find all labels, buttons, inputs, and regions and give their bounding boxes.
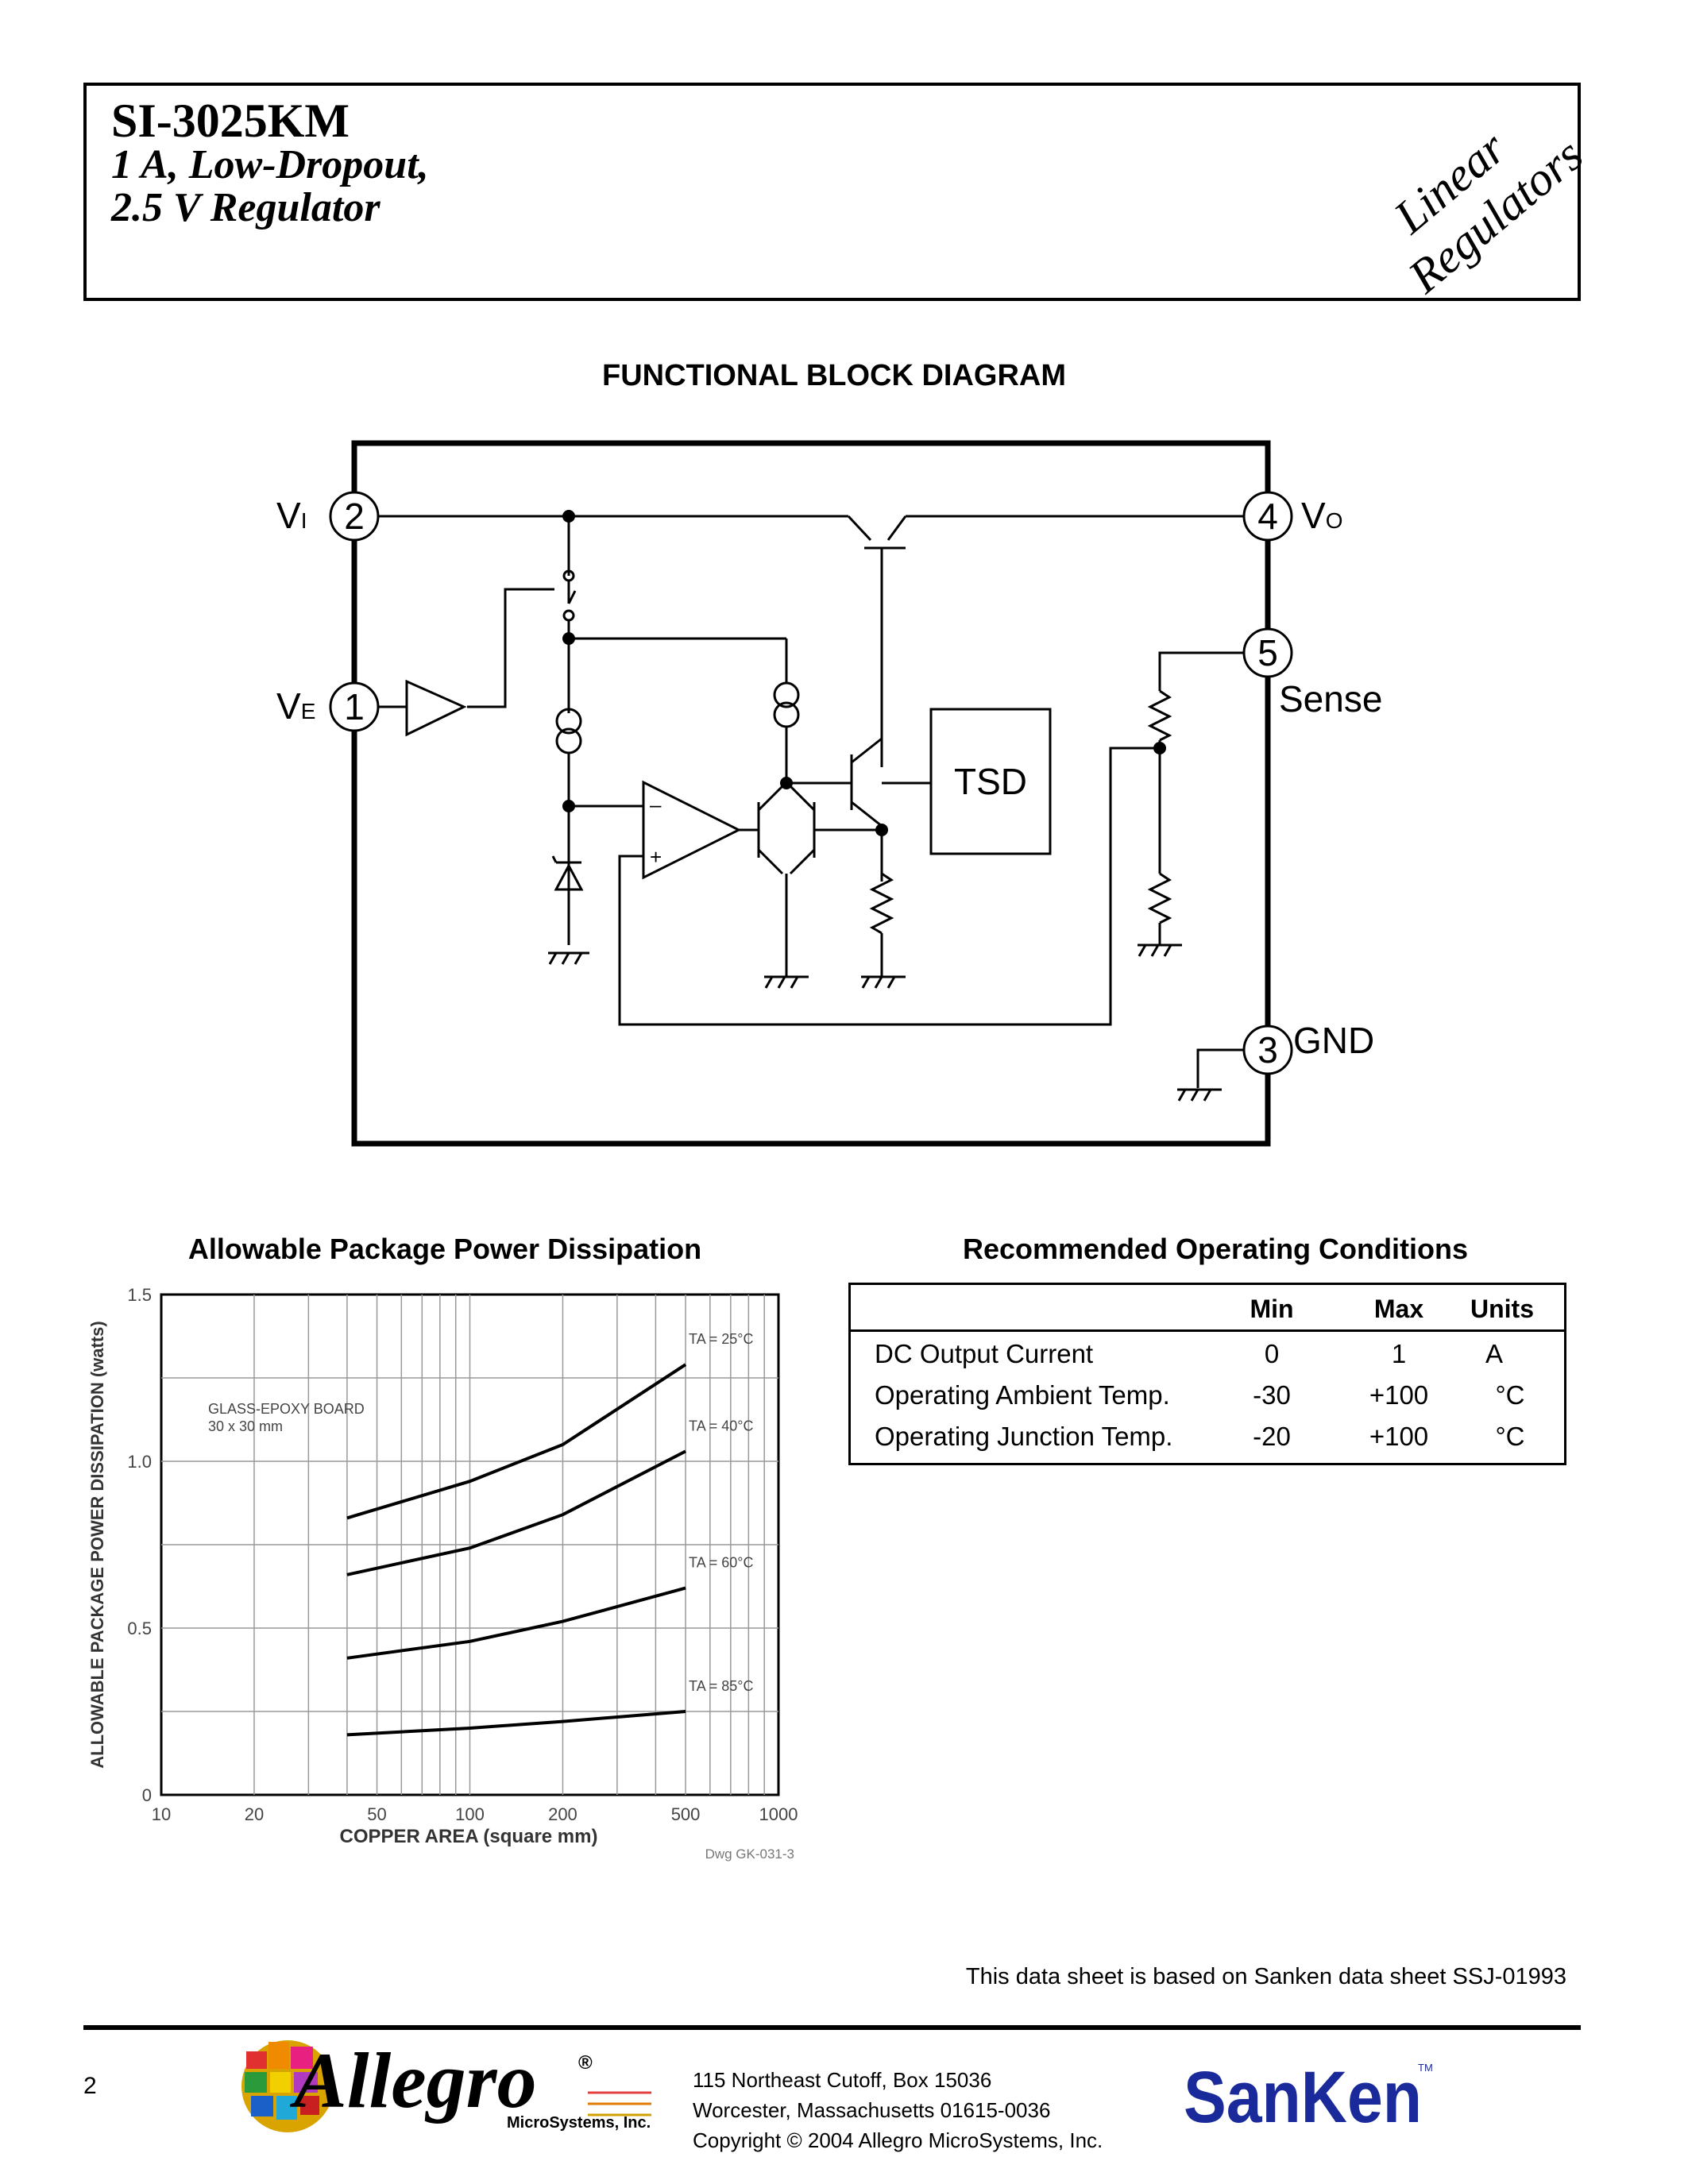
series-label: TA = 40°C: [689, 1418, 753, 1433]
x-tick-label: 10: [152, 1804, 171, 1824]
pin-gnd-label: GND: [1293, 1020, 1374, 1061]
pin-1-number: 1: [344, 686, 365, 727]
y-tick-label: 1.0: [127, 1452, 152, 1472]
pin-3-number: 3: [1257, 1029, 1278, 1071]
x-tick-label: 200: [548, 1804, 577, 1824]
table-row: DC Output Current 0 1 A: [851, 1334, 1564, 1376]
x-tick-label: 100: [455, 1804, 485, 1824]
pin-vi-label: VI: [276, 495, 307, 536]
block-diagram: 2 1 4 5 3 VI VE VO Sense GND TSD – +: [276, 440, 1382, 1147]
pin-2-number: 2: [344, 496, 365, 537]
address-line-2: Worcester, Massachusetts 01615-0036: [693, 2098, 1051, 2122]
subtitle-line-1: 1 A, Low-Dropout,: [111, 142, 429, 187]
y-tick-label: 1.5: [127, 1285, 152, 1305]
table-row: Operating Ambient Temp. -30 +100 °C: [851, 1376, 1564, 1417]
row-max: 1: [1391, 1339, 1407, 1368]
x-tick-label: 1000: [759, 1804, 798, 1824]
address-line-1: 115 Northeast Cutoff, Box 15036: [693, 2068, 992, 2092]
y-tick-label: 0: [142, 1785, 152, 1805]
row-units: °C: [1495, 1422, 1525, 1451]
allegro-registered: ®: [578, 2052, 593, 2074]
pin-sense-label: Sense: [1279, 678, 1382, 720]
row-units: A: [1485, 1339, 1503, 1368]
row-param: Operating Junction Temp.: [875, 1422, 1173, 1451]
power-dissipation-chart: TA = 25°C TA = 40°C TA = 60°C TA = 85°C 10 2…: [87, 1285, 798, 1862]
x-axis-label: COPPER AREA (square mm): [340, 1826, 598, 1847]
col-units: Units: [1470, 1295, 1534, 1323]
block-diagram-title: FUNCTIONAL BLOCK DIAGRAM: [601, 359, 1067, 392]
series-line: [346, 1710, 686, 1737]
part-number: SI-3025KM: [111, 95, 350, 147]
pin-vo-label: VO: [1301, 495, 1342, 536]
col-max: Max: [1373, 1295, 1424, 1323]
x-tick-label: 20: [245, 1804, 264, 1824]
table-row: Operating Junction Temp. -20 +100 °C: [851, 1417, 1564, 1458]
tsd-label: TSD: [954, 761, 1027, 802]
board-label-2: 30 x 30 mm: [208, 1418, 283, 1434]
series-label: TA = 85°C: [689, 1678, 753, 1694]
sanken-logo: SanKen TM: [1184, 2057, 1433, 2136]
series-line: [346, 1363, 687, 1520]
header-box: [83, 83, 1581, 301]
row-max: +100: [1369, 1380, 1429, 1410]
operating-conditions-title: Recommended Operating Conditions: [962, 1233, 1469, 1265]
allegro-wordmark: Allegro: [289, 2037, 537, 2124]
row-min: -30: [1253, 1380, 1291, 1410]
row-units: °C: [1495, 1380, 1525, 1410]
y-axis-label: ALLOWABLE PACKAGE POWER DISSIPATION (wat…: [87, 1321, 107, 1768]
source-note: This data sheet is based on Sanken data …: [965, 1964, 1566, 1989]
drawing-number: Dwg GK-031-3: [705, 1846, 794, 1862]
pin-5-number: 5: [1257, 632, 1278, 673]
row-max: +100: [1369, 1422, 1429, 1451]
pin-ve-label: VE: [276, 685, 315, 727]
series-line: [346, 1449, 686, 1576]
opamp-minus: –: [650, 793, 662, 816]
x-tick-label: 500: [671, 1804, 701, 1824]
y-tick-label: 0.5: [127, 1619, 152, 1638]
col-min: Min: [1250, 1295, 1294, 1323]
opamp-plus: +: [650, 845, 662, 869]
series-label: TA = 60°C: [689, 1555, 753, 1571]
table-header-row: Min Max Units: [851, 1285, 1564, 1332]
footer-rule: [83, 2025, 1581, 2030]
address-line-3: Copyright © 2004 Allegro MicroSystems, I…: [693, 2128, 1103, 2152]
allegro-subtitle: MicroSystems, Inc.: [507, 2114, 651, 2132]
subtitle-line-2: 2.5 V Regulator: [111, 185, 380, 230]
series-line: [346, 1586, 686, 1660]
row-min: -20: [1253, 1422, 1291, 1451]
series-label: TA = 25°C: [689, 1331, 753, 1347]
row-min: 0: [1264, 1339, 1280, 1368]
pin-4-number: 4: [1257, 496, 1278, 537]
operating-conditions-table: Min Max Units DC Output Current 0 1 A Op…: [848, 1283, 1566, 1465]
page-number: 2: [83, 2073, 97, 2099]
power-chart-title: Allowable Package Power Dissipation: [187, 1233, 702, 1265]
allegro-logo: Allegro ® MicroSystems, Inc.: [241, 2037, 651, 2132]
sanken-wordmark: SanKen: [1184, 2057, 1422, 2136]
row-param: Operating Ambient Temp.: [875, 1380, 1170, 1410]
row-param: DC Output Current: [875, 1339, 1094, 1368]
sanken-tm: TM: [1418, 2062, 1433, 2074]
x-tick-label: 50: [367, 1804, 386, 1824]
board-label-1: GLASS-EPOXY BOARD: [208, 1401, 365, 1417]
